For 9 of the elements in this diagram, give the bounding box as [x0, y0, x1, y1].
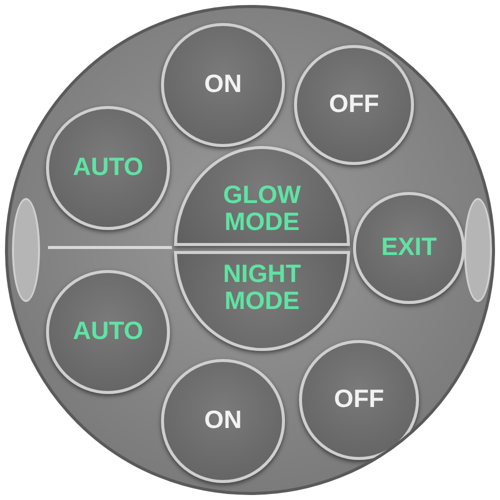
auto-button: AUTO	[46, 270, 170, 394]
exit-button: EXIT	[353, 192, 465, 304]
on-button: ON	[161, 23, 285, 147]
off-button: OFF	[299, 340, 419, 460]
auto-button: AUTO	[46, 106, 170, 230]
on-button: ON	[161, 359, 285, 483]
glow-mode-button: GLOW MODE	[174, 146, 350, 246]
off-button: OFF	[294, 45, 414, 165]
night-mode-button: NIGHT MODE	[174, 251, 350, 351]
